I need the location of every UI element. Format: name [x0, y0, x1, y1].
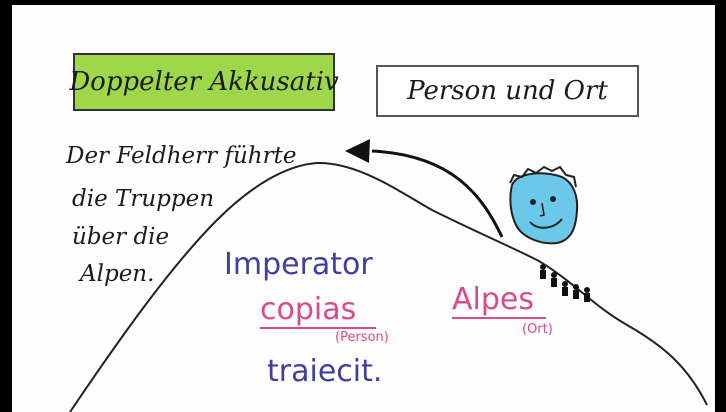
copias-underline	[260, 327, 376, 329]
mountain-scene	[69, 139, 708, 412]
whiteboard-frame: Doppelter Akkusativ Person und Ort Der F…	[12, 5, 715, 412]
german-line-3: über die	[72, 224, 170, 250]
alpes-underline	[452, 317, 546, 319]
latin-imperator: Imperator	[224, 247, 373, 282]
marching-troops-icon	[540, 264, 590, 302]
german-line-1: Der Feldherr führte	[66, 143, 297, 169]
latin-alpes-note: (Ort)	[522, 322, 553, 337]
german-line-2: die Truppen	[72, 186, 215, 212]
double-accusative-title: Doppelter Akkusativ	[69, 67, 339, 97]
curved-arrow-icon	[371, 149, 504, 238]
german-line-4: Alpen.	[80, 261, 155, 287]
latin-alpes: Alpes	[452, 282, 534, 317]
mountain-outline	[69, 161, 708, 412]
latin-copias-note: (Person)	[335, 330, 389, 345]
general-face-icon	[509, 165, 579, 245]
latin-copias: copias	[260, 292, 357, 327]
person-place-box: Person und Ort	[376, 65, 639, 117]
person-place-title: Person und Ort	[407, 76, 608, 106]
double-accusative-box: Doppelter Akkusativ	[69, 53, 339, 111]
latin-traiecit: traiecit.	[267, 354, 383, 389]
